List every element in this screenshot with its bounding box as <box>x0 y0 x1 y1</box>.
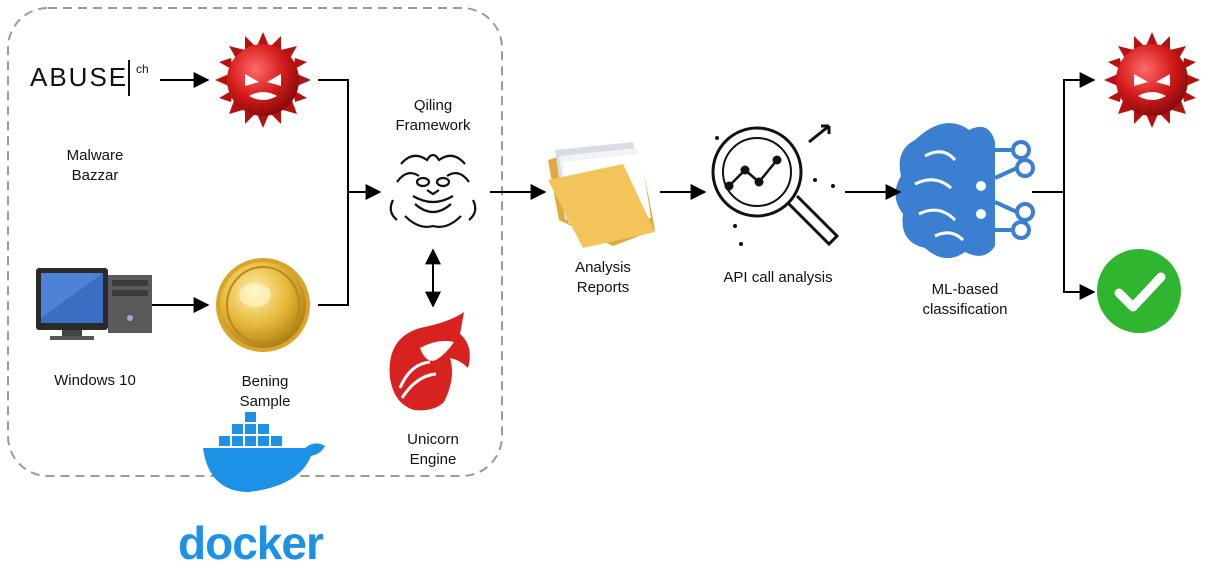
malware-virus-icon <box>215 32 311 128</box>
malware-bazzar-label: Malware Bazzar <box>66 147 124 184</box>
connector-virus-merge <box>318 79 349 306</box>
analysis-reports-label: Analysis Reports <box>575 259 631 296</box>
abuse-logo-suffix: ch <box>136 62 149 76</box>
check-icon <box>1097 249 1181 333</box>
ml-classification-label: ML-based classification <box>922 281 1008 318</box>
analysis-magnifier-icon <box>711 124 840 247</box>
abuse-ch-logo: ABUSE <box>30 62 129 92</box>
docker-container-boundary <box>7 7 503 477</box>
gold-coin-icon <box>216 258 310 352</box>
arrow-ml-to-malware <box>1063 72 1096 192</box>
docker-logo-text: docker <box>178 517 324 564</box>
bening-sample-label: Bening Sample <box>239 373 291 410</box>
unicorn-label: Unicorn Engine <box>407 431 459 468</box>
docker-whale-icon <box>203 412 325 492</box>
abuse-logo-separator <box>128 60 130 96</box>
folder-icon <box>548 142 655 248</box>
qiling-label: Qiling Framework <box>395 97 471 134</box>
api-call-label: API call analysis <box>723 269 833 286</box>
arrow-ml-to-benign <box>1063 192 1096 300</box>
windows-label: Windows 10 <box>54 372 136 389</box>
qiling-dragon-icon <box>389 153 477 228</box>
windows-pc-icon <box>36 268 152 340</box>
unicorn-icon <box>389 312 470 411</box>
malware-result-virus-icon <box>1104 32 1200 128</box>
brain-ml-icon <box>895 122 1035 259</box>
